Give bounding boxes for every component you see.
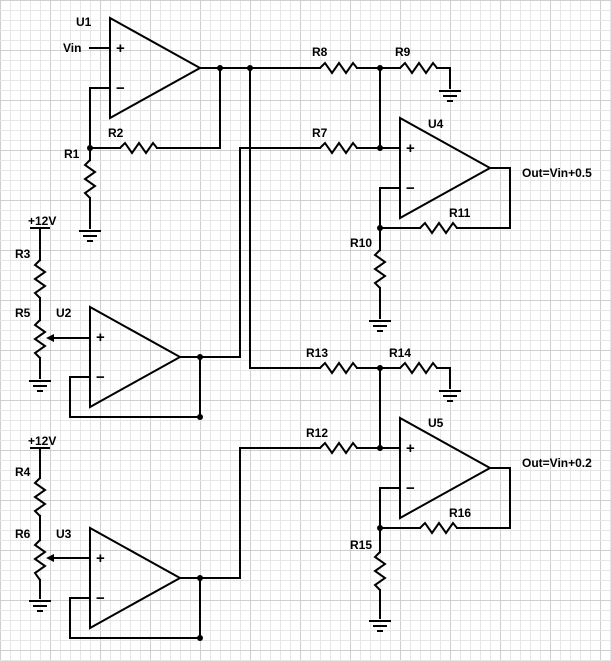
resistor-r4	[33, 477, 47, 517]
resistor-r1	[83, 159, 97, 199]
ground-symbol-r10	[369, 320, 391, 332]
potentiometer-r5	[33, 319, 47, 359]
u2-plus-sign: +	[96, 329, 105, 346]
label-u5: U5	[428, 416, 444, 430]
junction-dots	[87, 65, 383, 641]
resistor-r12	[319, 441, 358, 455]
u3-plus-sign: +	[96, 550, 105, 567]
resistor-r10	[373, 249, 387, 289]
u5-plus-sign: +	[406, 440, 415, 457]
label-out-u4: Out=Vin+0.5	[522, 166, 592, 180]
resistor-r7	[319, 141, 358, 155]
label-r6: R6	[15, 527, 31, 541]
u4-minus-sign: −	[406, 180, 415, 197]
label-r11: R11	[449, 206, 471, 220]
u1-minus-sign: −	[116, 80, 125, 97]
wiper-arrow-r5	[46, 334, 54, 342]
label-u2: U2	[56, 306, 72, 320]
opamp-u2	[89, 305, 183, 409]
label-u3: U3	[56, 527, 72, 541]
wiper-arrow-r6	[46, 554, 54, 562]
ground-symbol-r9	[439, 90, 461, 102]
resistor-r15	[373, 551, 387, 591]
label-r7: R7	[312, 126, 328, 140]
label-supply-2: +12V	[28, 434, 56, 448]
resistor-r9	[399, 61, 438, 75]
label-out-u5: Out=Vin+0.2	[522, 456, 592, 470]
ground-symbol-r15	[369, 620, 391, 632]
ground-symbol-r1	[79, 230, 101, 242]
ground-symbol-r14	[439, 390, 461, 402]
opamp-u5	[399, 416, 493, 520]
label-r8: R8	[312, 45, 328, 59]
label-r2: R2	[108, 126, 124, 140]
opamp-u3	[89, 526, 183, 630]
resistor-r13	[319, 361, 358, 375]
resistor-r2	[119, 141, 158, 155]
label-u4: U4	[428, 117, 444, 131]
opamp-u1	[109, 16, 203, 120]
u3-minus-sign: −	[96, 590, 105, 607]
label-r5: R5	[15, 306, 31, 320]
label-r9: R9	[395, 45, 411, 59]
label-vin: Vin	[63, 41, 81, 55]
label-r12: R12	[306, 426, 328, 440]
label-r14: R14	[389, 346, 411, 360]
potentiometer-r6	[33, 539, 47, 581]
resistor-r14	[399, 361, 438, 375]
resistor-r3	[33, 259, 47, 299]
label-r10: R10	[350, 236, 372, 250]
u4-plus-sign: +	[406, 140, 415, 157]
label-r3: R3	[15, 247, 31, 261]
label-r13: R13	[306, 346, 328, 360]
label-r16: R16	[449, 506, 471, 520]
label-r15: R15	[350, 538, 372, 552]
resistor-r8	[319, 61, 358, 75]
label-supply-1: +12V	[28, 214, 56, 228]
u1-plus-sign: +	[116, 40, 125, 57]
ground-symbol-r5	[29, 380, 51, 392]
opamp-u4	[399, 116, 493, 220]
label-r4: R4	[15, 465, 31, 479]
label-u1: U1	[76, 15, 92, 29]
wires	[39, 47, 511, 639]
label-r1: R1	[64, 147, 80, 161]
resistor-r11	[419, 221, 458, 235]
u5-minus-sign: −	[406, 480, 415, 497]
u2-minus-sign: −	[96, 369, 105, 386]
ground-symbol-r6	[29, 600, 51, 612]
resistor-r16	[419, 521, 458, 535]
